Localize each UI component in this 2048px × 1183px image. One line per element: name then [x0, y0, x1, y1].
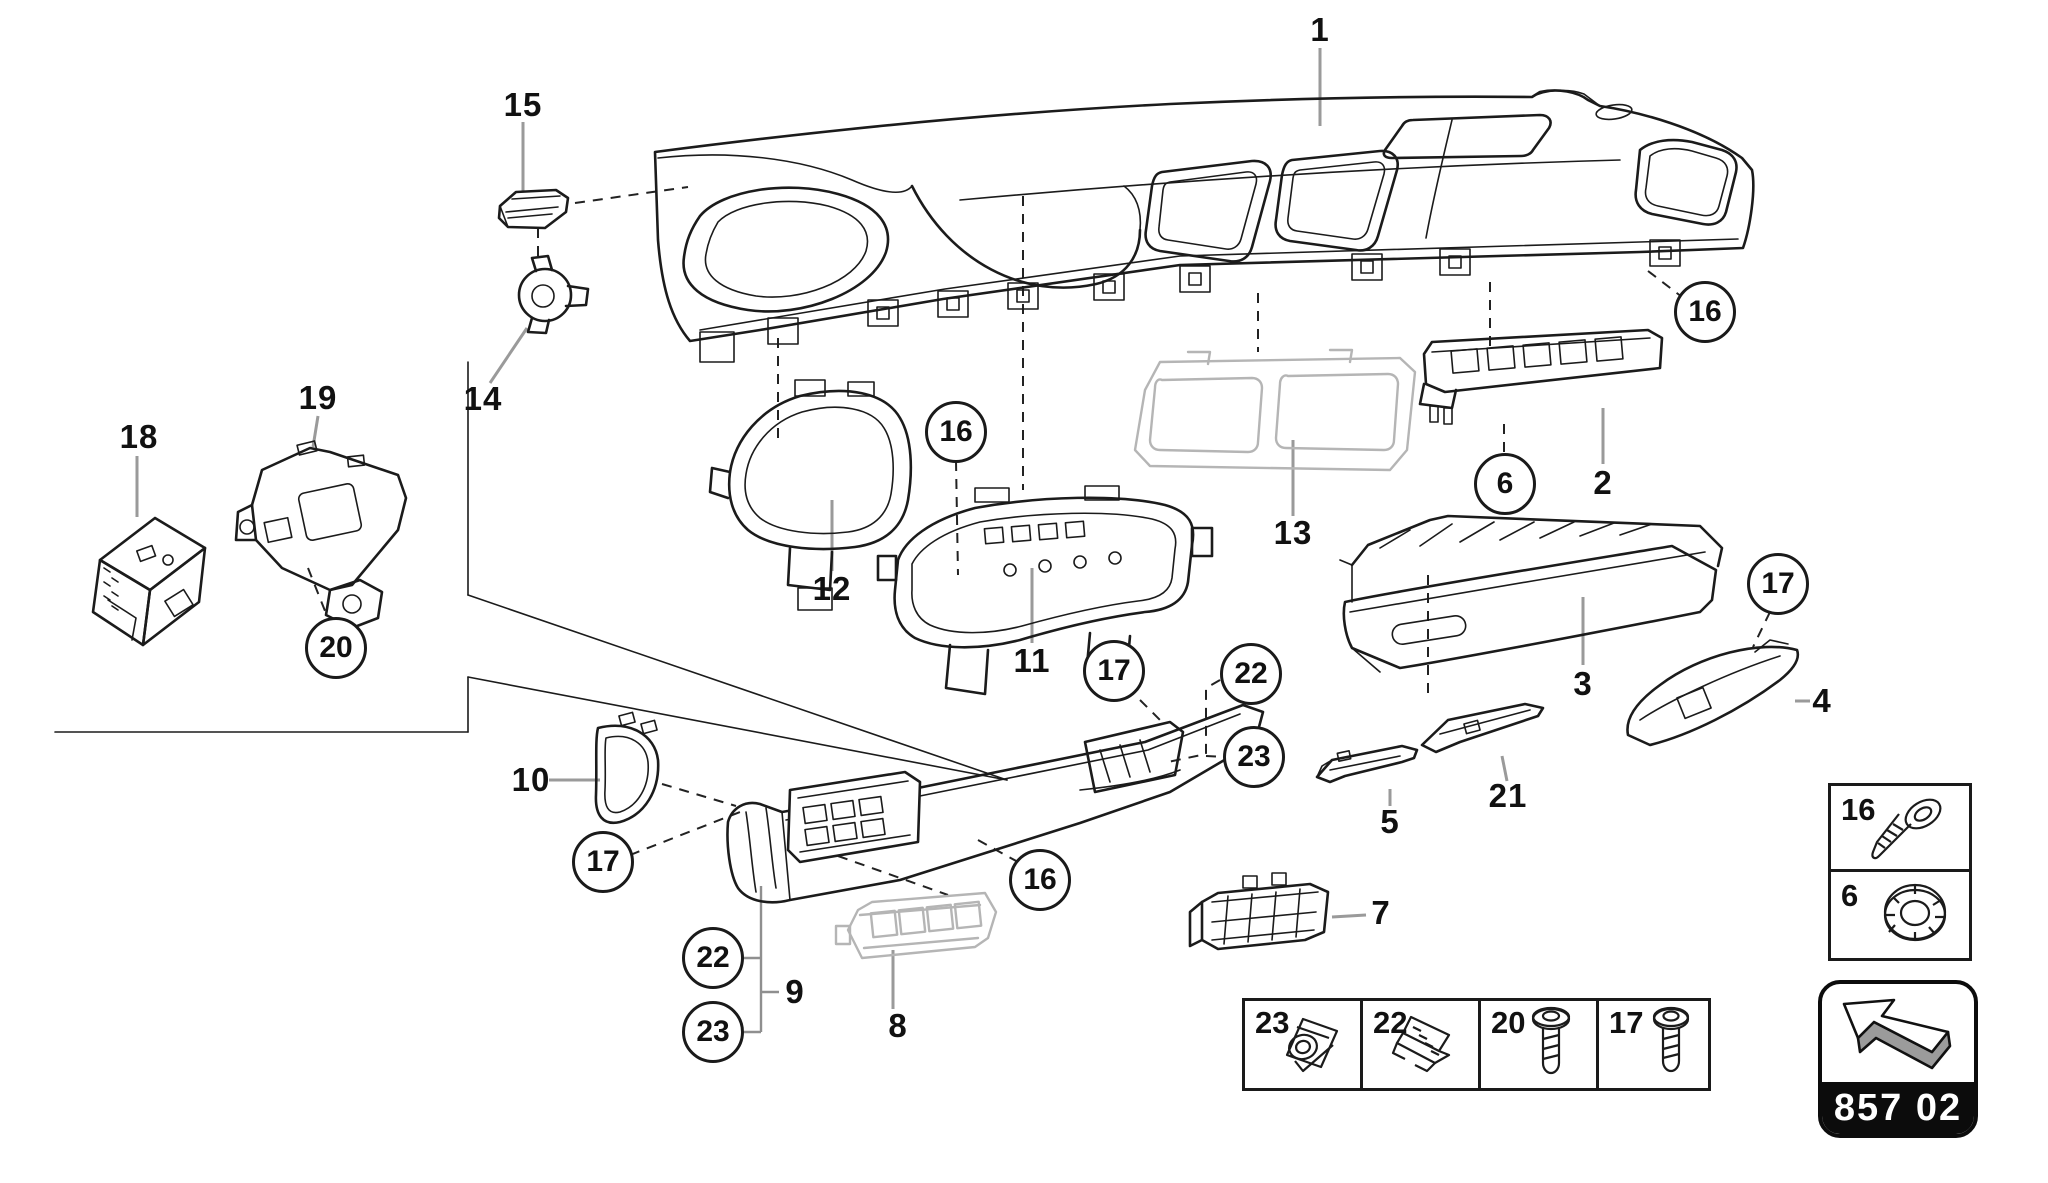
callout-3: 3: [1573, 665, 1593, 702]
fastener-cell-23-label: 23: [1255, 1005, 1290, 1040]
part-airbag-frame-ghost: [1133, 348, 1417, 472]
callout-21: 21: [1488, 777, 1528, 814]
callout-circled-16-b-label: 16: [1688, 295, 1722, 328]
part-lower-trim-arm: [1626, 639, 1800, 747]
callout-circled-16-c: 16: [1009, 849, 1071, 911]
fastener-cell-20-label: 20: [1491, 1005, 1526, 1040]
hardware-legend-row-6: 6: [1831, 872, 1969, 958]
callout-circled-16-c-label: 16: [1023, 863, 1057, 896]
callout-circled-17-c: 17: [572, 831, 634, 893]
callout-8: 8: [888, 1007, 908, 1044]
callout-7: 7: [1371, 894, 1391, 931]
callout-18: 18: [119, 418, 159, 455]
callout-2: 2: [1593, 464, 1613, 501]
part-glovebox: [1339, 514, 1724, 673]
fastener-cell-17: 17: [1596, 1001, 1714, 1088]
callout-15: 15: [503, 86, 543, 123]
callout-11: 11: [1013, 642, 1051, 679]
callout-circled-6: 6: [1474, 453, 1536, 515]
callout-circled-6-label: 6: [1496, 467, 1514, 500]
hardware-legend-label-16: 16: [1841, 792, 1876, 827]
fastener-cell-17-label: 17: [1609, 1005, 1644, 1040]
part-end-cap: [594, 711, 660, 825]
callout-circled-23-b: 23: [682, 1001, 744, 1063]
page-code: 857 02: [1822, 1082, 1974, 1134]
part-instrument-panel: [653, 89, 1755, 363]
callout-circled-17-b-label: 17: [1761, 567, 1795, 600]
part-switch-strip: [1418, 328, 1664, 425]
screw-icon: [1652, 1006, 1690, 1073]
clip-tabs: [699, 239, 1681, 363]
callout-19: 19: [298, 379, 338, 416]
part-lower-dash-panel: [726, 703, 1265, 904]
screw-icon: [1871, 798, 1942, 860]
callout-14: 14: [463, 380, 503, 417]
spring-clip-icon: [1391, 1015, 1451, 1073]
part-blade-trim-5: [1315, 744, 1419, 784]
page-code-box: 857 02: [1818, 980, 1978, 1138]
part-side-vent: [497, 188, 570, 230]
hardware-legend: 16 6: [1828, 783, 1972, 961]
callout-circled-17-a-label: 17: [1097, 654, 1131, 687]
callout-circled-23-b-label: 23: [696, 1015, 730, 1048]
callout-circled-22-a: 22: [1220, 643, 1282, 705]
hardware-legend-label-6: 6: [1841, 878, 1859, 913]
callout-circled-22-a-label: 22: [1234, 657, 1268, 690]
callout-circled-23-a: 23: [1223, 726, 1285, 788]
callout-13: 13: [1273, 514, 1313, 551]
callout-circled-17-c-label: 17: [586, 845, 620, 878]
callout-circled-23-a-label: 23: [1237, 740, 1271, 773]
direction-arrow-icon: [1842, 998, 1952, 1070]
fastener-cell-22: 22: [1360, 1001, 1478, 1088]
part-mounting-bracket: [234, 440, 408, 630]
screw-icon: [1531, 1006, 1571, 1075]
dashed-reference-lines: [307, 186, 1771, 896]
part-cluster-hood: [708, 379, 913, 611]
callout-12: 12: [812, 570, 852, 607]
callout-1: 1: [1310, 11, 1330, 48]
fastener-cell-23: 23: [1245, 1001, 1360, 1088]
leader-lines: [135, 48, 1810, 1034]
fastener-cell-22-label: 22: [1373, 1005, 1408, 1040]
callout-circled-16-a-label: 16: [939, 415, 973, 448]
hardware-legend-row-16: 16: [1831, 786, 1969, 872]
callout-circled-16-a: 16: [925, 401, 987, 463]
part-control-module: [91, 516, 207, 647]
clip-nut-icon: [1285, 1017, 1339, 1073]
part-cluster-surround: [876, 485, 1214, 696]
retainer-ring-icon: [1883, 883, 1947, 942]
callout-circled-16-b: 16: [1674, 281, 1736, 343]
part-switch-bank-ghost: [834, 891, 998, 960]
callout-circled-22-b-label: 22: [696, 941, 730, 974]
fastener-table: 23 22 20: [1242, 998, 1711, 1091]
part-vent-grille: [1188, 872, 1330, 951]
callout-circled-17-a: 17: [1083, 640, 1145, 702]
fastener-cell-20: 20: [1478, 1001, 1596, 1088]
part-clamp: [517, 254, 590, 335]
part-blade-trim-21: [1420, 702, 1545, 754]
callout-10: 10: [511, 761, 551, 798]
callout-circled-20-label: 20: [319, 631, 353, 664]
callout-circled-20: 20: [305, 617, 367, 679]
callout-4: 4: [1812, 682, 1832, 719]
callout-5: 5: [1380, 803, 1400, 840]
callout-circled-22-b: 22: [682, 927, 744, 989]
detail-frame-lines: [54, 361, 1008, 781]
callout-9: 9: [785, 973, 805, 1010]
callout-circled-17-b: 17: [1747, 553, 1809, 615]
